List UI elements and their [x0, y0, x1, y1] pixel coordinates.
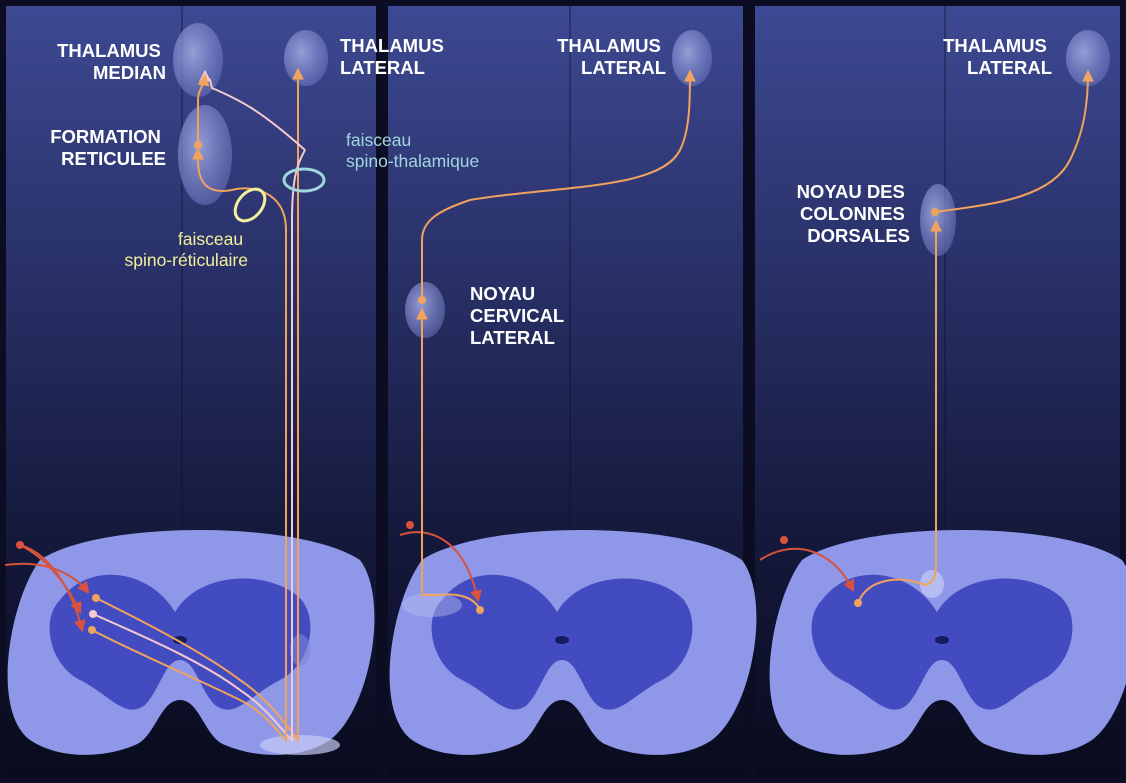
afferent-terminal: [16, 541, 24, 549]
reticular-relay-cell: [194, 141, 202, 149]
label-noyau-colonnes-dorsales: NOYAU DES COLONNES DORSALES: [797, 181, 910, 246]
afferent-terminal-p3: [780, 536, 788, 544]
dorsolateral-funiculus: [402, 593, 462, 617]
noyau-colonnes-dorsales-nucleus: [920, 184, 956, 256]
thalamus-lateral-nucleus-2: [672, 30, 712, 86]
afferent-terminal-p2: [406, 521, 414, 529]
label-formation-reticulee: FORMATION RETICULEE: [50, 126, 166, 169]
ventral-white-patch: [260, 735, 340, 755]
thalamus-lateral-nucleus: [284, 30, 328, 86]
thalamus-median-nucleus: [173, 23, 223, 97]
noyau-cervical-lateral-nucleus: [405, 282, 445, 338]
